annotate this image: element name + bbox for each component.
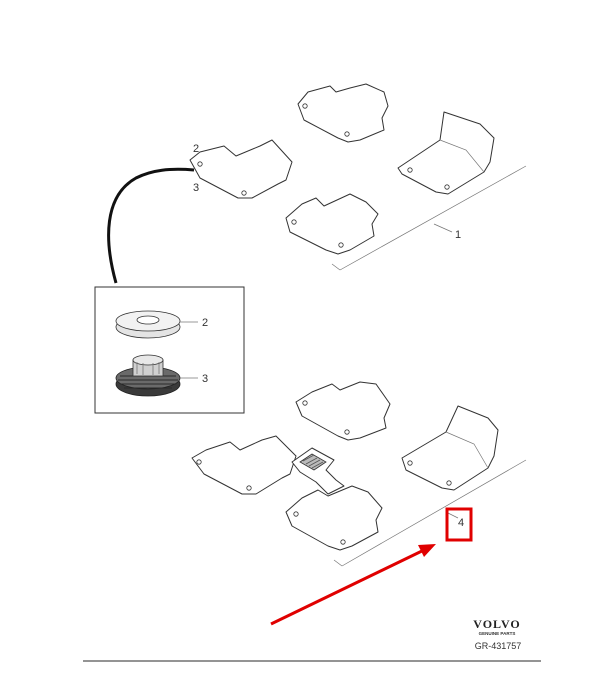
- callout-3: 3: [193, 182, 199, 194]
- mat-rear-top: [297, 83, 389, 143]
- detail-label-lower: 3: [202, 373, 208, 385]
- clip-upper-part: [115, 310, 198, 339]
- clip-detail-box: 2 3: [94, 286, 245, 414]
- reference-number: GR-431757: [475, 641, 522, 651]
- mat-driver-bottom: [191, 435, 297, 495]
- highlight-arrow: [270, 544, 436, 626]
- svg-text:VOLVO: VOLVO: [473, 617, 520, 631]
- bottom-mat-set: [191, 381, 527, 567]
- volvo-logo: VOLVO GENUINE PARTS: [473, 617, 520, 636]
- callout-4: 4: [458, 517, 464, 529]
- svg-text:GENUINE PARTS: GENUINE PARTS: [479, 631, 516, 636]
- detail-frame: [94, 286, 245, 414]
- callout-1: 1: [455, 229, 461, 241]
- mat-rear-right-top: [285, 193, 379, 255]
- mat-passenger-bottom: [401, 405, 499, 491]
- clip-lower-part: [115, 354, 198, 397]
- tunnel-cover: [291, 447, 345, 495]
- callout-2: 2: [193, 143, 199, 155]
- mat-driver-top: [189, 139, 293, 199]
- top-mat-set: [189, 83, 527, 271]
- mat-rear-bottom: [295, 381, 391, 441]
- mat-rear-right-bottom: [285, 485, 383, 551]
- highlight-box: [445, 507, 473, 542]
- detail-leader-curve: [107, 167, 195, 284]
- mat-passenger-top: [397, 111, 495, 195]
- detail-label-upper: 2: [202, 317, 208, 329]
